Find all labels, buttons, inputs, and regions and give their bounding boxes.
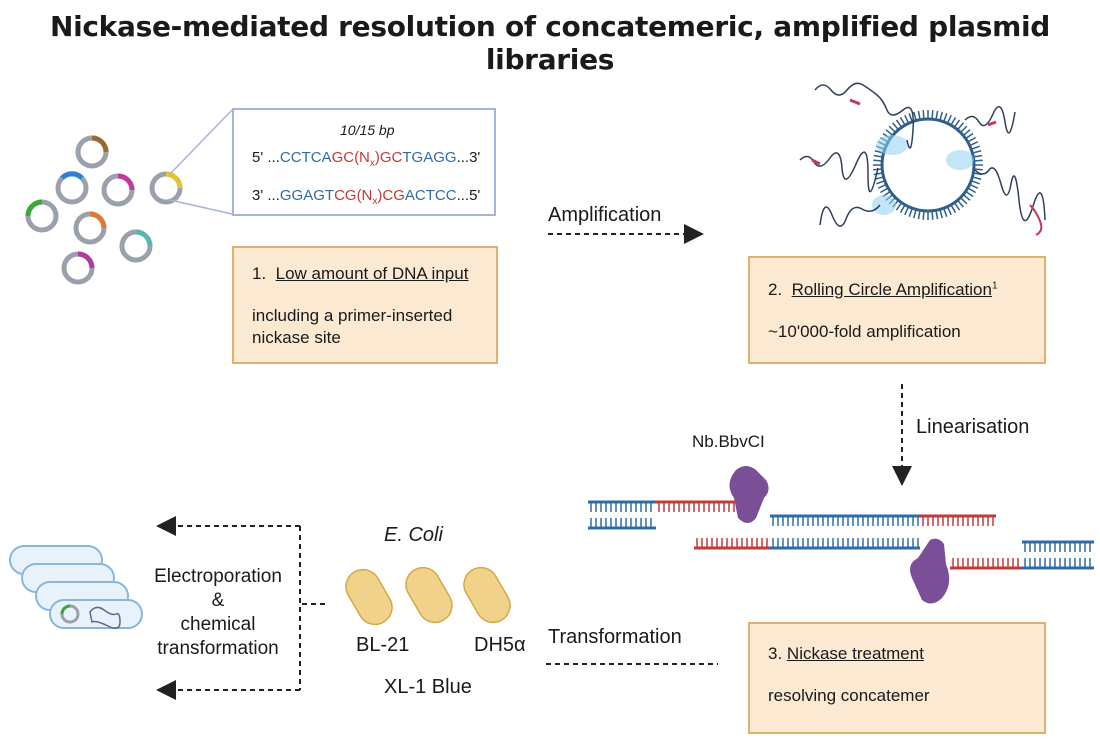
plasmid-4	[149, 171, 183, 205]
step-1-box: 1. Low amount of DNA input including a p…	[232, 246, 498, 364]
linearisation-label: Linearisation	[916, 416, 1030, 438]
cell-dishes	[9, 545, 143, 629]
plasmid-5	[25, 199, 59, 233]
step-1-desc-2: nickase site	[252, 328, 341, 347]
fragment-4-top	[920, 514, 996, 526]
step-2-desc: ~10'000-fold amplification	[768, 322, 961, 341]
plasmid-cluster	[25, 135, 183, 285]
bottom-strand-sequence: 3' ...GGAGTCG(Nx)CGACTCC...5'	[252, 187, 481, 207]
enzyme-shape-2	[910, 538, 950, 604]
transformation-label: Transformation	[548, 626, 682, 648]
step-1-desc-1: including a primer-inserted	[252, 306, 453, 325]
step-2-box: 2. Rolling Circle Amplification1 ~10'000…	[748, 256, 1046, 364]
method-line-2: &	[211, 590, 225, 611]
fragment-7-bottom	[950, 558, 1022, 570]
step-3-box: 3. Nickase treatment resolving concateme…	[748, 622, 1046, 734]
dna-fragments	[588, 500, 1094, 570]
method-line-3: chemical	[180, 614, 256, 635]
fragment-8-bottom	[1022, 558, 1094, 570]
strain-dh5a: DH5α	[474, 634, 526, 656]
plasmid-6	[73, 211, 107, 245]
fragment-1-bottom	[588, 518, 656, 530]
rolling-circle	[799, 82, 1046, 236]
step-3-desc: resolving concatemer	[768, 686, 930, 705]
step-3-heading: 3. Nickase treatment	[768, 644, 924, 663]
enzyme-shape-1	[729, 466, 769, 523]
method-line-4: transformation	[157, 638, 279, 659]
diagram-title: Nickase-mediated resolution of concateme…	[49, 10, 1051, 76]
plasmid-8	[61, 251, 95, 285]
top-strand-sequence: 5' ...CCTCAGC(Nx)GCTGAGG...3'	[252, 149, 481, 169]
enzyme-label: Nb.BbvCI	[692, 432, 765, 451]
fragment-8-top	[1022, 540, 1094, 552]
fragment-6-bottom	[770, 538, 920, 550]
fragment-3-top	[770, 514, 920, 526]
step-2-heading: 2. Rolling Circle Amplification1	[768, 280, 998, 299]
method-line-1: Electroporation	[154, 566, 282, 587]
plasmid-7	[119, 229, 153, 263]
plasmid-3	[101, 173, 135, 207]
sequence-box	[232, 108, 496, 216]
ecoli-title: E. Coli	[384, 524, 443, 546]
strain-bl21: BL-21	[356, 634, 410, 656]
bacteria	[345, 566, 511, 626]
plasmid-2	[55, 171, 89, 205]
fragment-2-top	[656, 500, 738, 512]
gap-label: 10/15 bp	[340, 122, 395, 138]
plasmid-1	[75, 135, 109, 169]
step-1-heading: 1. Low amount of DNA input	[252, 264, 469, 283]
amplification-label: Amplification	[548, 204, 662, 226]
strain-xl1-blue: XL-1 Blue	[384, 676, 472, 698]
fragment-1-top	[588, 500, 656, 512]
fragment-5-bottom	[694, 538, 770, 550]
